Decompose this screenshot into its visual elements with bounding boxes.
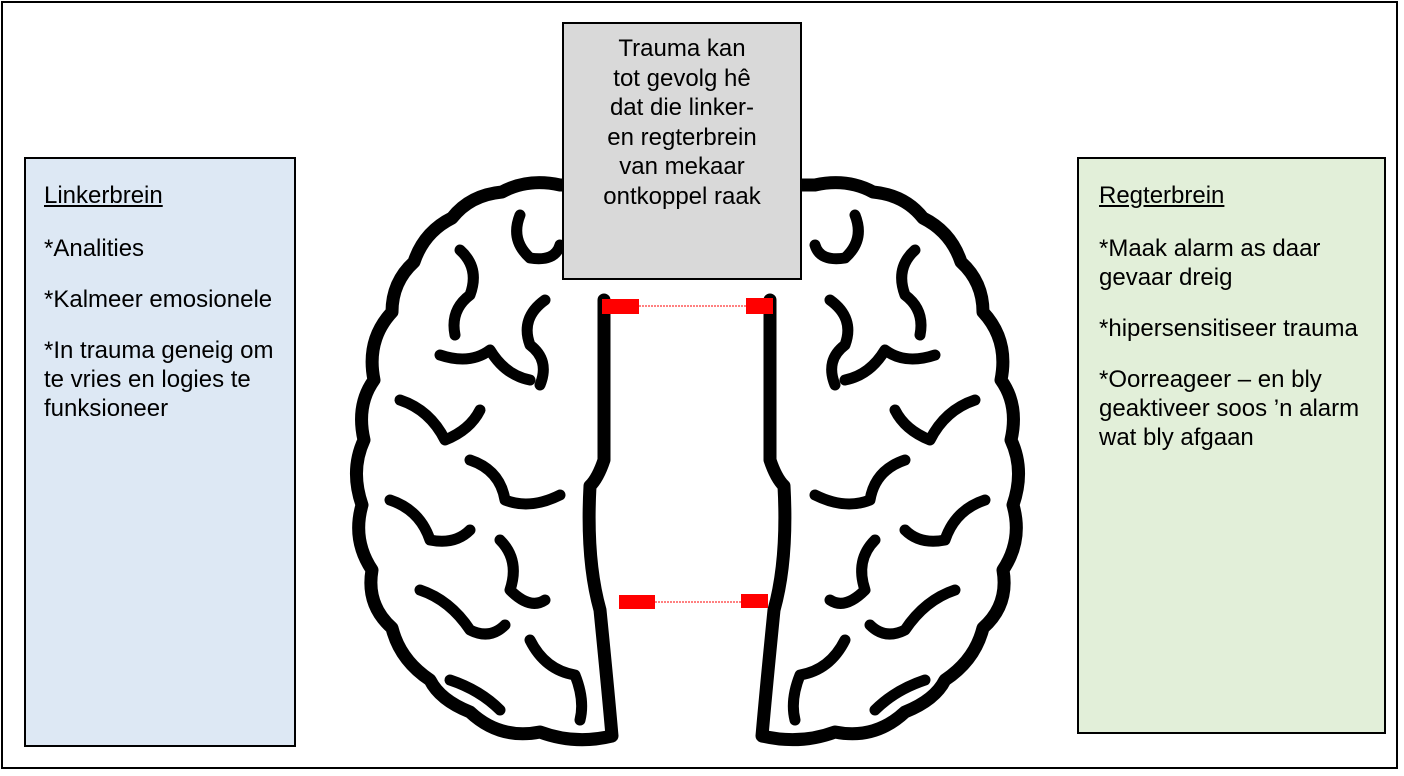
disconnection-callout: Trauma kan tot gevolg hê dat die linker-…	[562, 22, 802, 280]
connector-block-upper-left	[602, 299, 639, 314]
callout-line: Trauma kan	[564, 34, 800, 64]
left-brain-panel: Linkerbrein *Analities *Kalmeer emosione…	[24, 157, 296, 747]
right-brain-item: *Oorreageer – en bly geaktiveer soos ’n …	[1099, 365, 1368, 452]
left-brain-item: *Kalmeer emosionele	[44, 285, 278, 314]
left-brain-item: *Analities	[44, 234, 278, 263]
right-brain-item: *Maak alarm as daar gevaar dreig	[1099, 234, 1368, 292]
hemisphere-connectors	[590, 290, 790, 620]
callout-line: en regterbrein	[564, 123, 800, 153]
connector-block-upper-right	[746, 298, 773, 314]
callout-line: van mekaar	[564, 152, 800, 182]
right-brain-item: *hipersensitiseer trauma	[1099, 314, 1368, 343]
right-brain-heading: Regterbrein	[1099, 181, 1368, 210]
connector-block-lower-right	[741, 594, 768, 608]
callout-line: tot gevolg hê	[564, 64, 800, 94]
callout-line: ontkoppel raak	[564, 182, 800, 212]
left-brain-heading: Linkerbrein	[44, 181, 278, 210]
connector-block-lower-left	[619, 595, 655, 609]
right-brain-panel: Regterbrein *Maak alarm as daar gevaar d…	[1077, 157, 1386, 734]
left-brain-item: *In trauma geneig om te vries en logies …	[44, 336, 278, 423]
callout-line: dat die linker-	[564, 93, 800, 123]
